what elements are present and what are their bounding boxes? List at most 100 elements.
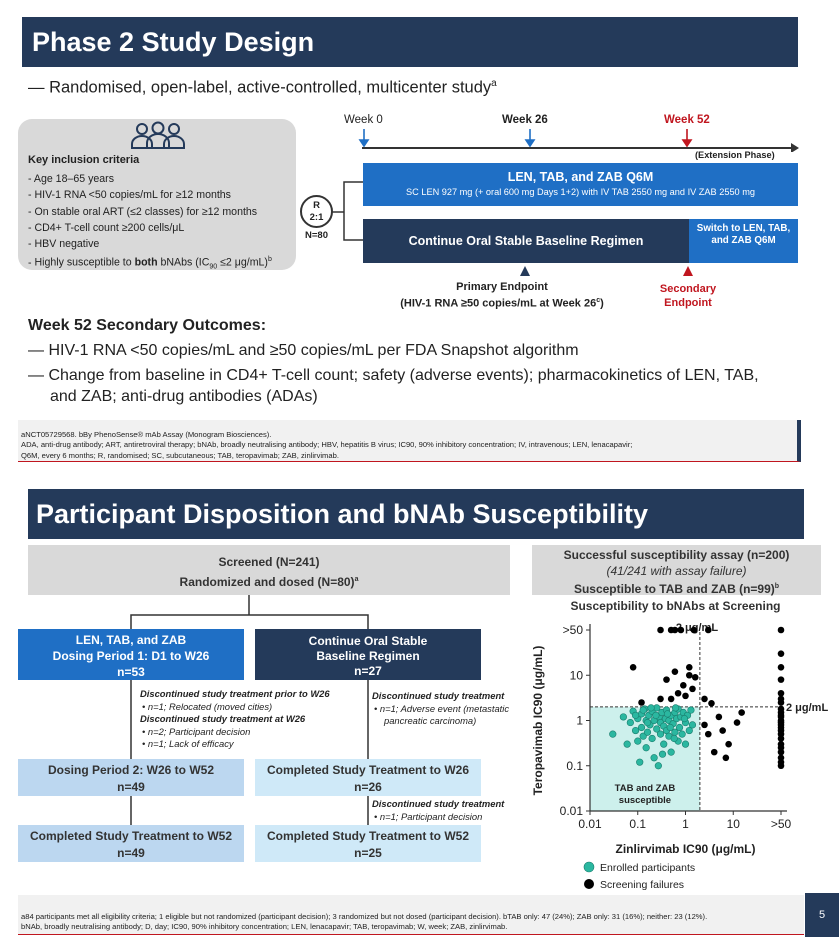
scatter-point-enrolled [650, 754, 658, 762]
scatter-point-enrolled [652, 711, 660, 719]
x-tick-label: 0.1 [629, 817, 646, 831]
scatter-point-screening-failure [667, 695, 675, 703]
scatter-point-enrolled [647, 704, 655, 712]
scatter-point-screening-failure [777, 762, 785, 770]
scatter-point-enrolled [653, 725, 661, 733]
discontinuation-arm-b: Discontinued study treatment • n=1; Adve… [372, 690, 510, 726]
discontinuation-arm-a: Discontinued study treatment prior to W2… [140, 688, 330, 749]
arm-len-tab-zab: LEN, TAB, and ZAB Q6M SC LEN 927 mg (+ o… [363, 163, 798, 206]
scatter-point-enrolled [609, 730, 617, 738]
week26-label: Week 26 [502, 114, 548, 126]
scatter-point-enrolled [678, 730, 686, 738]
scatter-point-enrolled [671, 704, 680, 712]
x-tick-label: 0.01 [578, 817, 602, 831]
scatter-point-enrolled [631, 711, 640, 719]
scatter-point-screening-failure [738, 709, 745, 716]
scatter-point-screening-failure [708, 699, 715, 707]
scatter-point-screening-failure [777, 663, 785, 671]
scatter-point-enrolled [675, 723, 684, 732]
region-label: TAB and ZAB [615, 783, 676, 794]
scatter-point-screening-failure [638, 699, 645, 706]
scatter-point-screening-failure [663, 676, 670, 683]
scatter-point-screening-failure [629, 663, 637, 671]
scatter-point-screening-failure [722, 754, 730, 762]
slide1-title: Phase 2 Study Design [22, 17, 798, 67]
week52-label: Week 52 [664, 114, 710, 126]
outcome-item: — Change from baseline in CD4+ T-cell co… [28, 367, 759, 405]
scatter-point-screening-failure [719, 727, 726, 734]
inclusion-item: On stable oral ART (≤2 classes) for ≥12 … [28, 204, 272, 220]
x-tick-label: 1 [682, 817, 689, 831]
study-subtitle: — Randomised, open-label, active-control… [28, 78, 497, 97]
chart-title: Susceptibility to bNAbs at Screening [570, 599, 781, 613]
x-tick-label: >50 [771, 817, 792, 831]
scatter-point-screening-failure [671, 626, 679, 634]
secondary-endpoint-marker [683, 266, 693, 276]
legend-label-failure: Screening failures [600, 879, 684, 891]
threshold-y-label: 2 μg/mL [786, 702, 828, 714]
baseline-regimen-box: Continue Oral Stable Baseline Regimen n=… [255, 629, 481, 680]
legend-marker-enrolled [583, 861, 595, 873]
scatter-point-screening-failure [777, 689, 785, 697]
page-number: 5 [805, 893, 839, 937]
scatter-point-screening-failure [777, 748, 785, 756]
scatter-point-screening-failure [691, 674, 699, 681]
scatter-point-enrolled [619, 713, 627, 721]
scatter-point-screening-failure [701, 721, 708, 729]
scatter-point-enrolled [687, 706, 695, 714]
inclusion-item: Age 18–65 years [28, 171, 272, 187]
flow-connectors [130, 595, 369, 825]
slide2-title: Participant Disposition and bNAb Suscept… [28, 489, 804, 539]
scatter-point-screening-failure [685, 671, 693, 679]
scatter-point-screening-failure [777, 695, 785, 703]
legend-marker-failure [584, 879, 594, 889]
scatter-point-enrolled [660, 740, 668, 748]
scatter-point-enrolled [643, 728, 652, 736]
scatter-point-enrolled [681, 740, 690, 748]
scatter-point-screening-failure [682, 692, 689, 700]
secondary-endpoint: Secondary Endpoint [659, 283, 717, 309]
scatter-point-enrolled [666, 723, 674, 732]
scatter-point-screening-failure [677, 626, 685, 634]
scatter-point-screening-failure [701, 695, 708, 703]
scatter-point-enrolled [688, 721, 697, 729]
scatter-point-enrolled [631, 726, 640, 735]
timeline-arrows [358, 129, 799, 152]
inclusion-item: CD4+ T-cell count ≥200 cells/μL [28, 220, 272, 236]
outcome-item: — HIV-1 RNA <50 copies/mL and ≥50 copies… [28, 342, 579, 359]
arm-switch: Switch to LEN, TAB, and ZAB Q6M [689, 219, 798, 263]
inclusion-list: Age 18–65 years HIV-1 RNA <50 copies/mL … [28, 171, 272, 276]
scatter-point-screening-failure [680, 681, 687, 689]
scatter-point-enrolled [636, 758, 644, 766]
scatter-point-enrolled [623, 740, 631, 748]
inclusion-item: Highly susceptible to both bNAbs (IC90 ≤… [28, 252, 271, 276]
arm-baseline-regimen: Continue Oral Stable Baseline Regimen [363, 219, 689, 263]
scatter-point-enrolled [648, 734, 656, 743]
screened-box: Screened (N=241) Randomized and dosed (N… [28, 545, 510, 595]
inclusion-item: HBV negative [28, 236, 272, 252]
scatter-point-screening-failure [725, 740, 732, 748]
scatter-point-screening-failure [777, 650, 785, 657]
scatter-point-enrolled [637, 723, 646, 732]
scatter-point-screening-failure [715, 713, 723, 721]
scatter-point-enrolled [658, 750, 667, 758]
primary-endpoint-marker [520, 266, 530, 276]
y-tick-label: 1 [576, 714, 583, 728]
susceptibility-box: Successful susceptibility assay (n=200) … [532, 545, 821, 596]
y-tick-label: 10 [570, 668, 584, 682]
legend-label-enrolled: Enrolled participants [600, 862, 695, 874]
region-label: susceptible [619, 795, 671, 806]
y-tick-label: >50 [563, 623, 584, 637]
scatter-point-enrolled [642, 744, 650, 752]
scatter-point-enrolled [654, 762, 662, 770]
y-axis-label: Teropavimab IC90 (μg/mL) [531, 646, 545, 796]
extension-phase-label: (Extension Phase) [695, 150, 775, 160]
scatter-point-screening-failure [657, 695, 664, 703]
scatter-point-enrolled [685, 726, 693, 735]
scatter-point-screening-failure [671, 668, 679, 675]
